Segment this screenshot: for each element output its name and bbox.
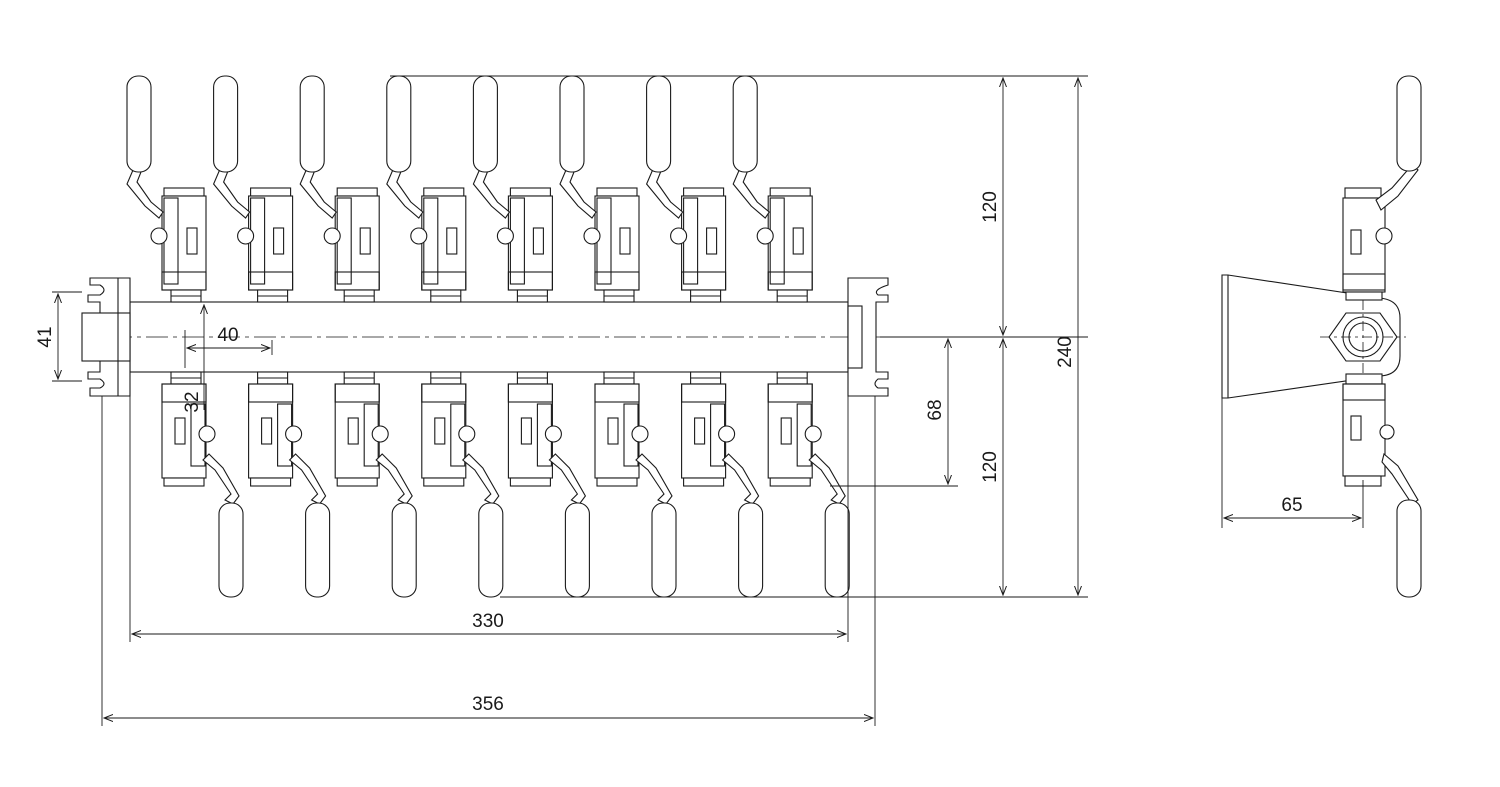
dim-label-40: 40: [217, 325, 238, 346]
top-valve: [386, 75, 467, 303]
dim-label-120-bottom: 120: [980, 451, 1001, 483]
dim-label-120-top: 120: [980, 191, 1001, 223]
dim-label-65: 65: [1281, 495, 1302, 516]
side-view: [1221, 75, 1422, 598]
bottom-valve: [594, 371, 677, 598]
dimension-lines: [52, 75, 1364, 726]
front-view: [81, 75, 1010, 598]
dim-label-356: 356: [472, 694, 504, 715]
top-valve: [212, 75, 294, 303]
top-valve: [126, 75, 207, 303]
top-valve: [299, 75, 380, 303]
top-valve: [559, 75, 640, 303]
bottom-valve: [507, 371, 590, 598]
bottom-valve: [767, 371, 850, 598]
bottom-valve-row: [161, 371, 850, 598]
side-bottom-valve: [1342, 373, 1422, 598]
dim-label-41: 41: [35, 326, 56, 347]
dim-label-68: 68: [925, 399, 946, 420]
side-top-valve: [1342, 75, 1422, 301]
top-valve: [732, 75, 813, 303]
bottom-valve: [421, 371, 504, 598]
top-valve: [645, 75, 727, 303]
right-bracket: [847, 277, 889, 397]
bottom-valve: [334, 371, 417, 598]
top-valve: [472, 75, 553, 303]
dimension-labels: 120 120 240 68 41 32 40 330 356 65: [35, 191, 1303, 715]
dim-label-330: 330: [472, 611, 504, 632]
dim-label-240: 240: [1055, 336, 1076, 368]
bottom-valve: [681, 371, 764, 598]
dim-label-32: 32: [182, 391, 203, 412]
left-bracket: [81, 277, 131, 397]
bottom-valve: [248, 371, 331, 598]
bottom-valve: [161, 371, 244, 598]
top-valve-row: [126, 75, 813, 303]
